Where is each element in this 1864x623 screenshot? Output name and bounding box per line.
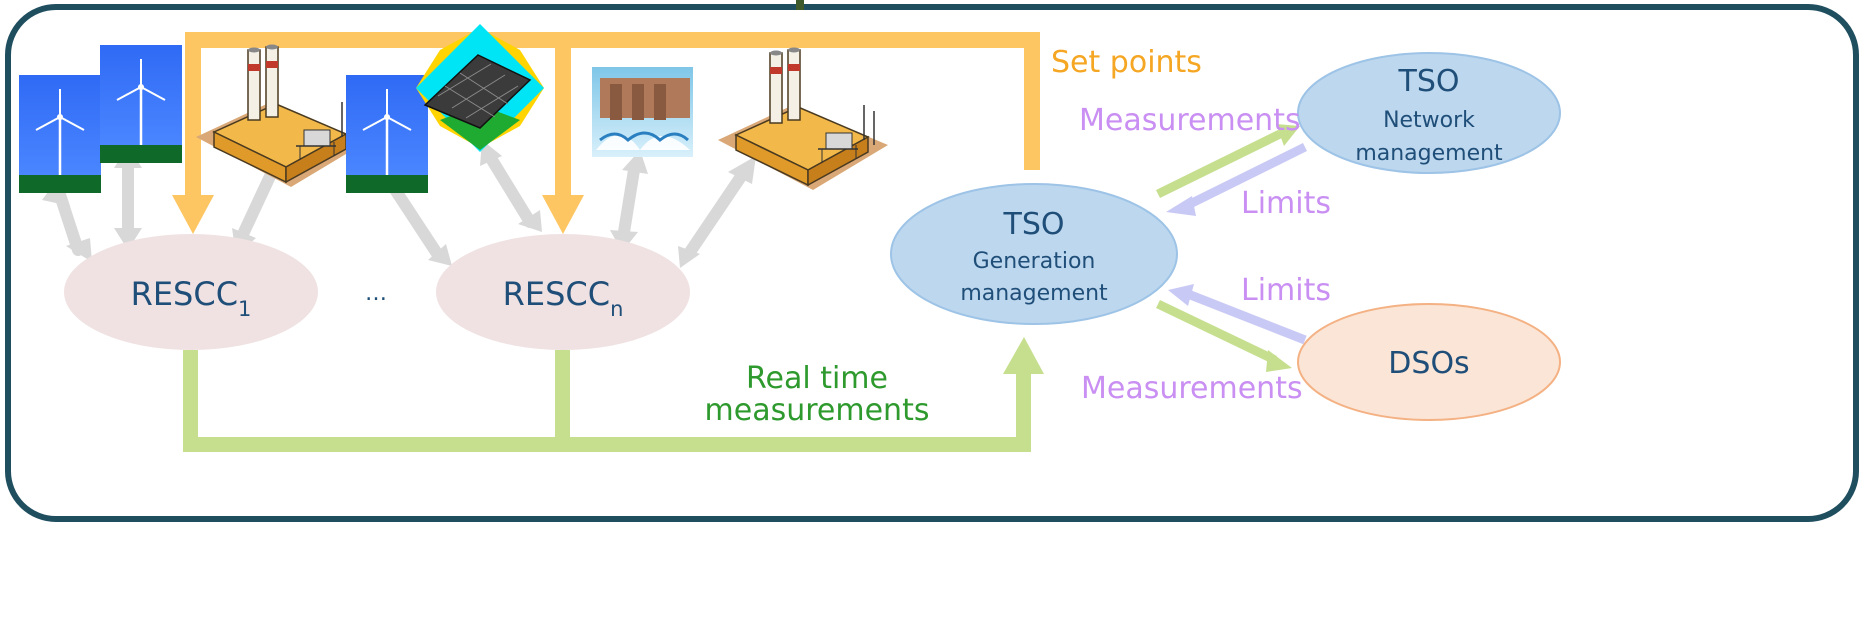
tso-network-line1: Network [1383, 108, 1475, 133]
tso-network-title: TSO [1398, 64, 1460, 99]
measurements-top-label: Measurements [1079, 103, 1301, 138]
tso-generation-line2: management [960, 281, 1108, 306]
dsos-title: DSOs [1388, 346, 1469, 381]
limits-top-label: Limits [1241, 186, 1331, 221]
top-connector-tick [796, 0, 804, 10]
solar-panel-icon [416, 24, 544, 152]
tso-generation-node [890, 183, 1178, 325]
real-time-label-line2: measurements [705, 393, 930, 428]
measurements-bottom-label: Measurements [1081, 371, 1303, 406]
limits-bottom-label: Limits [1241, 273, 1331, 308]
set-points-label: Set points [1051, 45, 1202, 80]
rescc-1-node [64, 234, 318, 350]
rescc-n-label: RESCCn [503, 275, 624, 321]
real-time-label-line1: Real time [746, 361, 888, 396]
tso-network-node [1297, 52, 1561, 174]
dsos-node [1297, 303, 1561, 421]
set-points-bus [172, 32, 1040, 234]
wind-turbine-icon [98, 43, 184, 165]
wind-turbine-icon [344, 73, 430, 195]
tso-generation-line1: Generation [973, 249, 1096, 274]
rescc-n-node [436, 234, 690, 350]
exchange-arrows [1156, 124, 1307, 372]
generator-link-arrows [54, 154, 748, 261]
real-time-measurements-bus [183, 337, 1044, 452]
wind-turbine-icon [17, 73, 103, 195]
tso-generation-title: TSO [1003, 207, 1065, 242]
rescc-1-label: RESCC1 [131, 275, 252, 321]
hydro-dam-icon [592, 67, 693, 157]
tso-network-line2: management [1355, 141, 1503, 166]
rescc-ellipsis: … [365, 281, 387, 306]
